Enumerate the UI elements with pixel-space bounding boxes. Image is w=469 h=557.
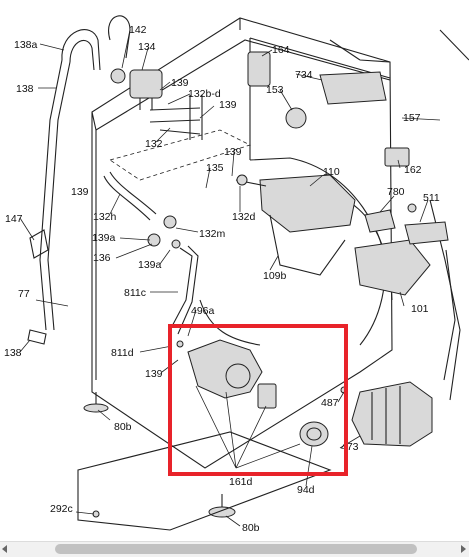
label-473: 473 xyxy=(341,441,359,453)
horizontal-scrollbar[interactable] xyxy=(0,541,469,557)
drain-hoses xyxy=(103,171,199,335)
label-138: 138 xyxy=(16,83,34,95)
scrollbar-thumb[interactable] xyxy=(55,544,417,554)
label-139a-2: 139a xyxy=(138,259,162,271)
label-142: 142 xyxy=(129,24,147,36)
label-135: 135 xyxy=(206,162,224,174)
part-labels: 138a 142 134 164 138 139 132b-d 734 153 … xyxy=(4,24,440,534)
label-139-b: 139 xyxy=(219,99,237,111)
motor xyxy=(340,381,433,447)
label-80b-2: 80b xyxy=(242,522,260,534)
label-811d: 811d xyxy=(111,347,134,359)
label-138-b: 138 xyxy=(4,347,22,359)
cabinet-outline xyxy=(91,17,393,469)
label-734: 734 xyxy=(295,69,313,81)
label-811c: 811c xyxy=(124,287,146,299)
label-94d: 94d xyxy=(297,484,315,496)
label-132m: 132m xyxy=(199,228,226,240)
label-109b: 109b xyxy=(263,270,287,282)
pipes-132 xyxy=(149,95,203,140)
label-139-a: 139 xyxy=(171,77,189,89)
inlet-hoses xyxy=(27,15,131,345)
exploded-parts-diagram: 138a 142 134 164 138 139 132b-d 734 153 … xyxy=(4,15,469,534)
label-138a: 138a xyxy=(14,39,38,51)
label-134: 134 xyxy=(138,41,156,53)
label-139-e: 139 xyxy=(145,368,163,380)
label-136: 136 xyxy=(93,252,111,264)
label-147: 147 xyxy=(5,213,23,225)
leader-lines xyxy=(19,29,441,527)
label-780: 780 xyxy=(387,186,405,198)
label-153: 153 xyxy=(266,84,284,96)
label-292c: 292c xyxy=(50,503,73,515)
drain-pump-assembly xyxy=(176,339,329,447)
label-132d: 132d xyxy=(232,211,256,223)
label-132: 132 xyxy=(145,138,163,150)
label-496a: 496a xyxy=(191,305,215,317)
detergent-drawer xyxy=(235,174,431,296)
base-plate xyxy=(77,431,332,531)
label-162: 162 xyxy=(404,164,422,176)
label-132bd: 132b-d xyxy=(188,88,221,100)
inlet-valve xyxy=(110,68,163,110)
top-components xyxy=(247,39,391,129)
feet xyxy=(83,392,236,518)
label-157: 157 xyxy=(403,112,421,124)
label-511: 511 xyxy=(423,192,440,204)
side-panel xyxy=(29,229,49,259)
label-80b-1: 80b xyxy=(114,421,132,433)
label-139a-1: 139a xyxy=(92,232,116,244)
label-132h: 132h xyxy=(93,211,117,223)
label-139-d: 139 xyxy=(71,186,89,198)
label-139-c: 139 xyxy=(224,146,242,158)
diagram-canvas: 138a 142 134 164 138 139 132b-d 734 153 … xyxy=(4,15,469,534)
label-164: 164 xyxy=(272,44,290,56)
right-side-parts xyxy=(364,29,469,401)
label-110: 110 xyxy=(323,166,340,178)
label-487: 487 xyxy=(321,397,339,409)
highlight-box xyxy=(168,324,348,476)
label-101: 101 xyxy=(411,303,429,315)
label-161d: 161d xyxy=(229,476,253,488)
label-77: 77 xyxy=(18,288,30,300)
scroll-right-icon[interactable] xyxy=(461,545,466,553)
scroll-left-icon[interactable] xyxy=(2,545,7,553)
